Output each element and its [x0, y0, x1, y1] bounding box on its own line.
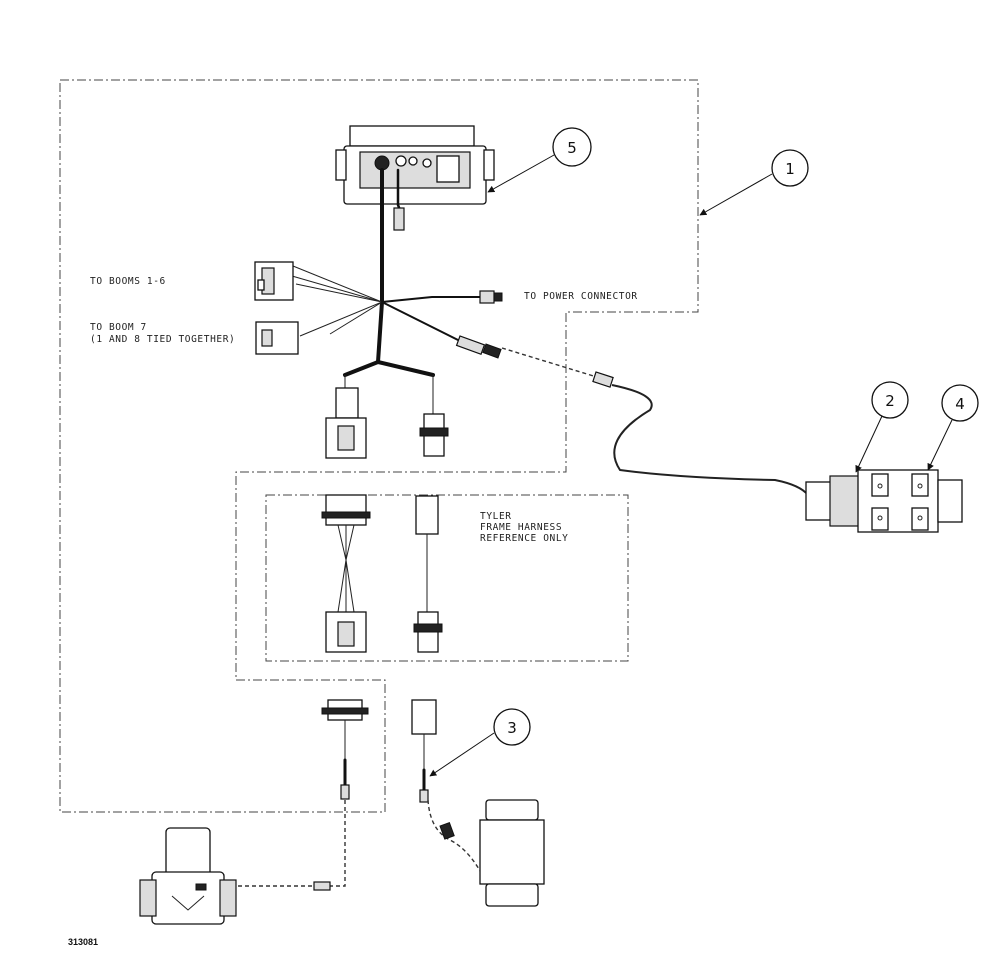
tyler-reference-box [265, 494, 629, 662]
harness-assembly-outline [59, 79, 699, 813]
flowmeter-dashed-wire [200, 800, 346, 887]
flow-sensor [439, 799, 545, 907]
small-harness-connector [419, 413, 449, 457]
extension-dashed-wire [501, 347, 601, 379]
sensor-dashed-wire [427, 799, 486, 881]
leader-5 [487, 154, 555, 193]
leader-4 [927, 419, 953, 471]
tyler-frame-harness [321, 494, 443, 653]
extension-cable [592, 371, 809, 496]
leader-2 [855, 415, 883, 473]
flowmeter-valve [139, 827, 331, 925]
speed-sensor-assembly [805, 469, 963, 533]
callout-4: 4 [941, 384, 979, 422]
callout-1: 1 [771, 149, 809, 187]
large-harness-connector [325, 387, 367, 459]
label-reference-only: REFERENCE ONLY [480, 533, 568, 544]
label-to-booms-1-6: TO BOOMS 1-6 [90, 276, 166, 287]
console-lead-plug [393, 207, 405, 231]
label-to-boom-7: TO BOOM 7 [90, 322, 147, 333]
boom-7-connector [255, 321, 299, 355]
power-connector-plug [479, 290, 503, 304]
label-to-power-connector: TO POWER CONNECTOR [524, 291, 638, 302]
leader-1 [699, 173, 773, 216]
console-monitor [335, 125, 495, 205]
svg-text:2: 2 [885, 392, 895, 410]
boom-1-6-connector [254, 261, 294, 301]
svg-text:3: 3 [507, 719, 517, 737]
svg-text:4: 4 [955, 395, 965, 413]
label-frame-harness: FRAME HARNESS [480, 522, 562, 533]
label-tyler: TYLER [480, 511, 512, 522]
svg-text:1: 1 [785, 160, 795, 178]
figure-number: 313081 [68, 937, 98, 947]
callout-3: 3 [493, 708, 531, 746]
callout-5: 5 [552, 127, 592, 167]
label-boom-7-note: (1 AND 8 TIED TOGETHER) [90, 334, 235, 345]
svg-text:5: 5 [567, 139, 577, 157]
sensor-lead-connector [455, 335, 502, 359]
leader-3 [429, 732, 495, 777]
callout-2: 2 [871, 381, 909, 419]
main-harness [291, 168, 481, 415]
lower-harness-leads [321, 699, 437, 803]
